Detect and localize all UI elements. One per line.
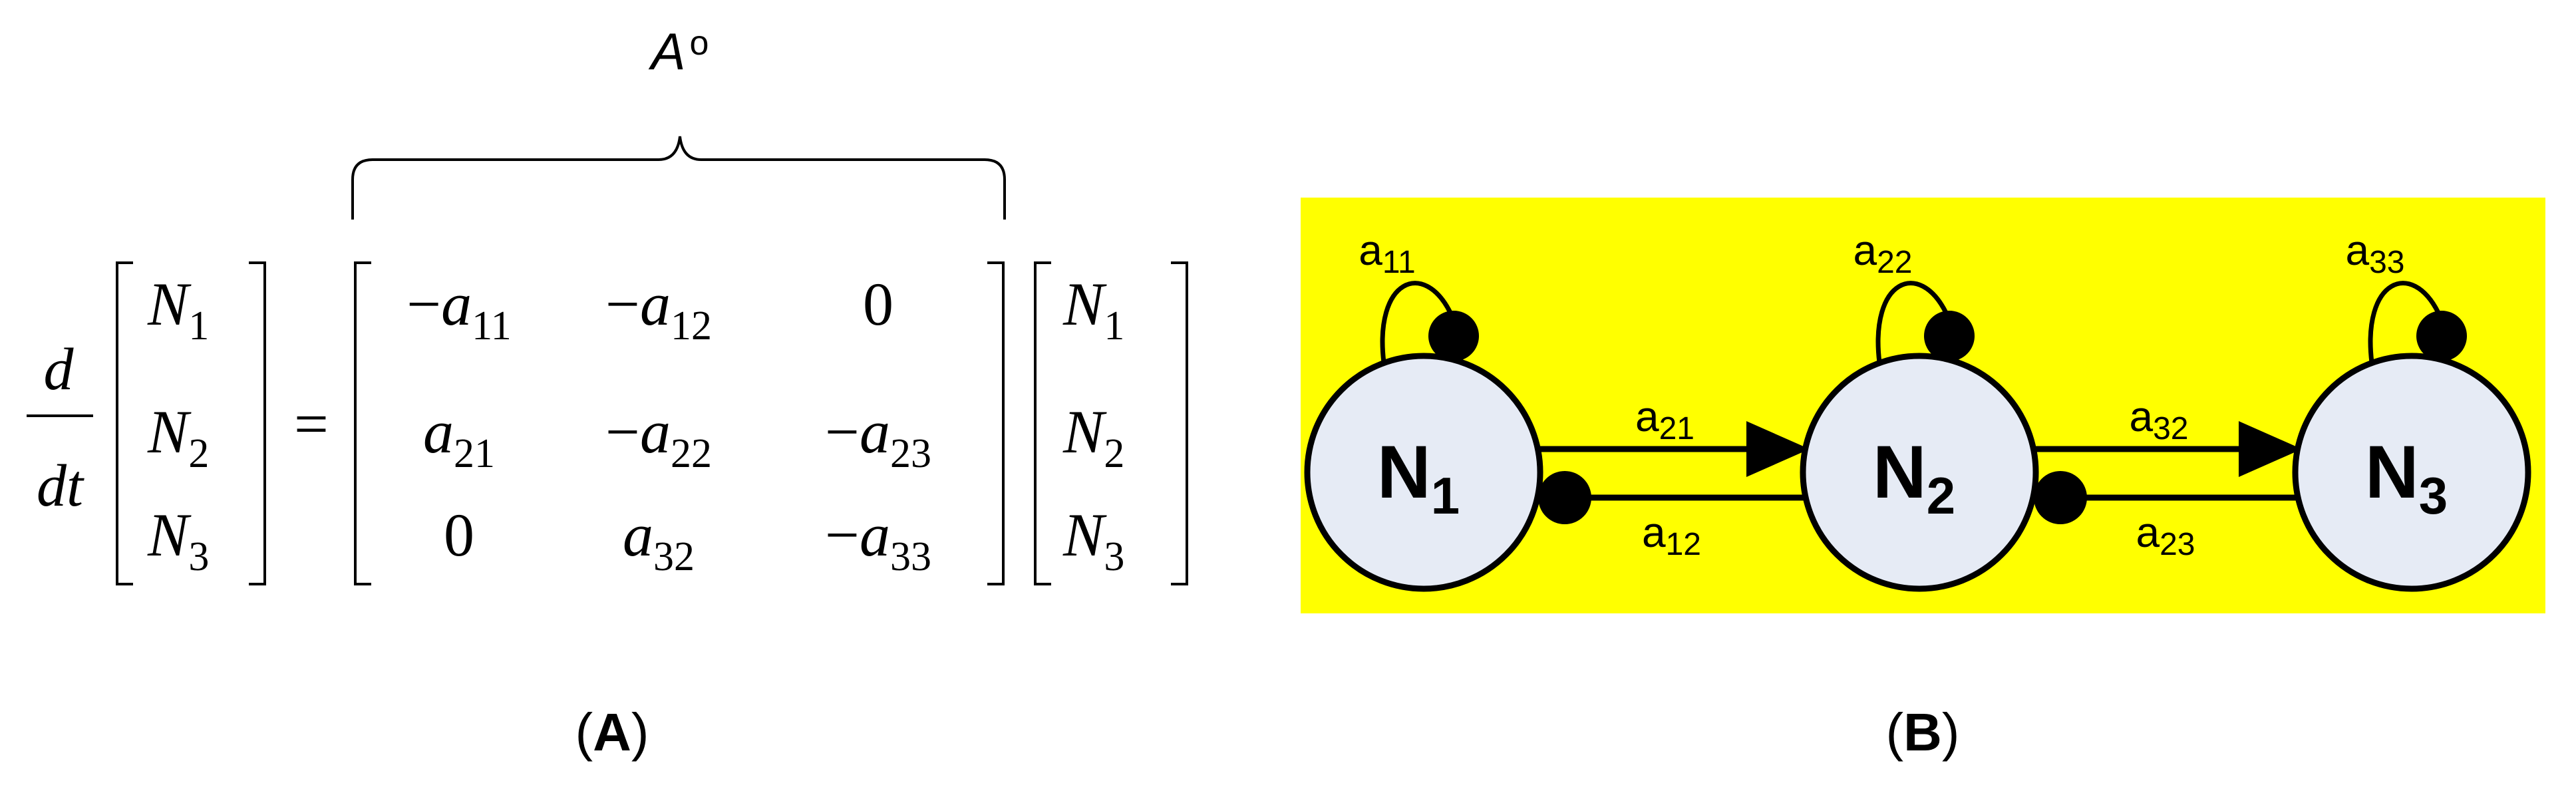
matrix-cell-2-1: a21	[423, 398, 495, 476]
self-loop-label-3: a33	[2346, 226, 2405, 280]
self-loop-2	[1875, 281, 1949, 363]
matrix-right-bracket	[987, 261, 1005, 585]
panel-b-network: a11 a22 a33 a21 a12 a32 a23 N1 N2 N3 (B)	[1301, 198, 2545, 762]
edge-label-21: a21	[1635, 393, 1694, 446]
self-loops: a11 a22 a33	[1359, 226, 2467, 363]
rhs-n3: N3	[1062, 501, 1124, 579]
lhs-left-bracket	[116, 261, 133, 585]
edge-dot-12	[1538, 471, 1591, 524]
rhs-n1: N1	[1062, 270, 1124, 349]
self-loop-3	[2368, 281, 2441, 363]
matrix-cell-1-1: −a11	[406, 270, 512, 349]
self-loop-label-2: a22	[1853, 226, 1913, 280]
species-nodes: N1 N2 N3	[1304, 353, 2531, 592]
edge-arrowhead-32	[2239, 421, 2302, 477]
community-matrix: −a11 −a12 0 a21 −a22 −a23 0 a32 −a33	[406, 270, 931, 579]
edge-label-23: a23	[2136, 508, 2195, 562]
node-label-2: N2	[1873, 430, 1955, 525]
brace-label-base: A	[649, 22, 686, 80]
rhs-vector: N1 N2 N3	[1062, 270, 1124, 579]
matrix-cell-3-1: 0	[444, 501, 474, 569]
self-loop-dot-3	[2416, 311, 2467, 361]
self-loop-label-1: a11	[1359, 226, 1415, 280]
matrix-brace	[351, 136, 1006, 220]
matrix-cell-3-2: a32	[623, 501, 695, 579]
lhs-vector: N1 N2 N3	[147, 270, 209, 579]
derivative-numerator: d	[44, 337, 75, 402]
edge-label-32: a32	[2130, 393, 2189, 446]
self-loop-dot-2	[1924, 311, 1975, 361]
matrix-left-bracket	[354, 261, 371, 585]
matrix-cell-1-2: −a12	[605, 270, 712, 349]
edge-arrowhead-21	[1746, 421, 1810, 477]
rhs-n2: N2	[1062, 398, 1124, 476]
derivative-denominator: dt	[37, 453, 84, 519]
lhs-n3: N3	[147, 501, 209, 579]
matrix-cell-2-3: −a23	[825, 398, 931, 476]
matrix-cell-1-3: 0	[863, 270, 893, 338]
node-circle-1	[1304, 353, 1543, 592]
matrix-cell-3-3: −a33	[825, 501, 931, 579]
node-label-1: N1	[1377, 430, 1460, 525]
rhs-left-bracket	[1034, 261, 1051, 585]
lhs-n2: N2	[147, 398, 209, 476]
panel-b-label: (B)	[1885, 703, 1959, 762]
self-loop-dot-1	[1428, 311, 1479, 361]
panel-a-label: (A)	[575, 703, 649, 762]
rhs-right-bracket	[1171, 261, 1188, 585]
node-circle-3	[2292, 353, 2531, 592]
matrix-cell-2-2: −a22	[605, 398, 712, 476]
edge-label-12: a12	[1642, 508, 1701, 562]
interaction-edges: a21 a12 a32 a23	[1537, 393, 2302, 562]
self-loop-1	[1380, 281, 1453, 363]
lhs-n1: N1	[147, 270, 209, 349]
node-label-3: N3	[2365, 430, 2448, 525]
brace-label-sup: o	[690, 24, 709, 63]
node-circle-2	[1800, 353, 2039, 592]
equals-sign: =	[294, 390, 329, 458]
edge-dot-23	[2034, 471, 2087, 524]
lhs-right-bracket	[249, 261, 266, 585]
